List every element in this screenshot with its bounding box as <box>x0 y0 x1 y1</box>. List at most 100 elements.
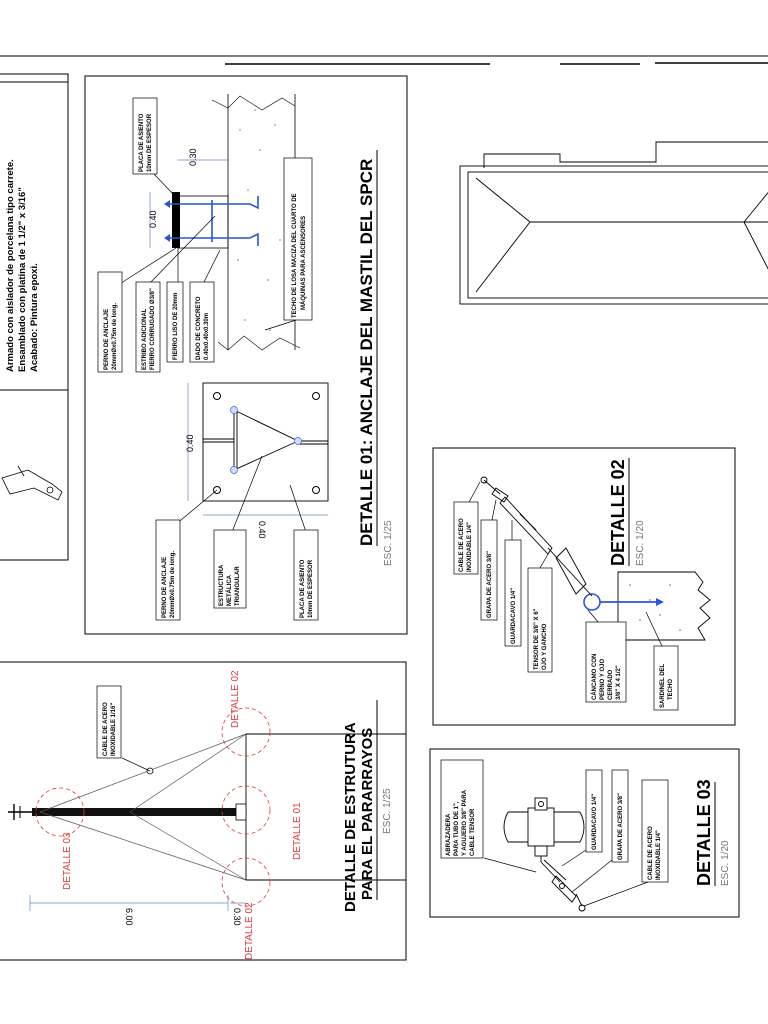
svg-text:ESTRIBO ADICIONAL: ESTRIBO ADICIONAL <box>142 308 148 370</box>
svg-text:METÁLICA: METÁLICA <box>226 574 233 606</box>
svg-text:TRIANGULAR: TRIANGULAR <box>235 566 241 606</box>
d02-label-guardacavo: GUARDACAVO 1/4" <box>504 539 522 647</box>
detalle-03-panel: ABRAZADERA PARA TUBO DE 1", Y AGUJERO 3/… <box>429 748 740 918</box>
label-dado: DADO DE CONCRETO 0.40x0.40x0.30m <box>189 281 215 363</box>
d02-label-cancamo: CÁNCAMO CON PERNO Y OJO CERRADO 3/8" X 4… <box>585 621 627 703</box>
detalle02-leaders <box>467 481 663 647</box>
insulator-bracket-sketch <box>1 465 63 501</box>
dim-small: 0.30 <box>232 908 242 926</box>
d03-label-guardacavo: GUARDACAVO 1/4" <box>585 769 603 853</box>
svg-text:PARA TUBO DE 1",: PARA TUBO DE 1", <box>454 801 460 856</box>
svg-text:GRAPA DE ACERO 3/8": GRAPA DE ACERO 3/8" <box>487 551 493 618</box>
note-line-1: Armado con aislador de porcelana tipo ca… <box>5 159 16 372</box>
svg-text:Y AGUJERO 3/8" PARA: Y AGUJERO 3/8" PARA <box>462 789 468 856</box>
svg-text:MÁQUINAS PARA ASCENSORES: MÁQUINAS PARA ASCENSORES <box>300 216 307 310</box>
label-perno-1: PERNO DE ANCLAJE 20mmØx0.75m de long. <box>97 271 123 373</box>
dim-main: 6.00 <box>124 908 134 926</box>
svg-text:INOXIDABLE 1/4": INOXIDABLE 1/4" <box>467 522 473 572</box>
d03-label-grapa: GRAPA DE ACERO 3/8" <box>611 769 629 863</box>
d03-label-cable: CABLE DE ACERO INOXIDABLE 1/4" <box>641 779 669 883</box>
estructura-scale: ESC. 1/25 <box>382 788 393 834</box>
svg-text:10mm DE ESPESOR: 10mm DE ESPESOR <box>147 113 153 172</box>
svg-text:PERNO Y OJO: PERNO Y OJO <box>600 659 606 700</box>
svg-text:PERNO DE ANCLAJE: PERNO DE ANCLAJE <box>104 309 110 370</box>
svg-text:20mmØx0.75m de long.: 20mmØx0.75m de long. <box>170 551 176 618</box>
guy-cables <box>39 733 247 881</box>
svg-text:PLACA DE ASIENTO: PLACA DE ASIENTO <box>300 559 306 618</box>
svg-text:ESTRUCTURA: ESTRUCTURA <box>219 564 225 606</box>
svg-text:GUARDACAVO 1/4": GUARDACAVO 1/4" <box>592 794 598 850</box>
detalle03-leaders <box>483 849 649 907</box>
svg-text:DADO DE CONCRETO: DADO DE CONCRETO <box>196 296 202 360</box>
svg-text:INOXIDABLE 1/16": INOXIDABLE 1/16" <box>111 703 117 756</box>
label-fierro: FIERRO LISO DE 20mm <box>166 281 184 363</box>
detalle-01-title: DETALLE 01: ANCLAJE DEL MASTIL DEL SPCR <box>357 159 376 546</box>
detalle-01-panel: 0.40 0.30 0.40 0.40 <box>84 75 408 635</box>
svg-text:CABLE TENSOR: CABLE TENSOR <box>470 808 476 856</box>
svg-text:PLACA DE ASIENTO: PLACA DE ASIENTO <box>139 113 145 172</box>
dim-top: 0.30 <box>188 148 198 166</box>
mast <box>8 803 247 821</box>
estructura-title-2: PARA EL PARARRAYOS <box>359 728 376 900</box>
svg-text:FIERRO LISO DE 20mm: FIERRO LISO DE 20mm <box>173 293 179 360</box>
detail-callout-circles <box>35 707 271 907</box>
svg-text:10mm DE ESPESOR: 10mm DE ESPESOR <box>308 559 314 618</box>
notes-panel: Armado con aislador de porcelana tipo ca… <box>0 73 69 561</box>
label-techo: TECHO DE LOSA MACIZA DEL CUARTO DE MÁQUI… <box>283 157 313 321</box>
note-line-2: Ensamblado con platina de 1 1/2" x 3/16" <box>17 187 28 372</box>
sheet-top-lines <box>0 55 768 65</box>
detalle-02-scale: ESC. 1/20 <box>635 520 646 566</box>
base-plate-plan: 0.40 0.40 <box>185 382 329 539</box>
svg-text:3/8" X 4 1/2": 3/8" X 4 1/2" <box>616 665 622 700</box>
dims-estructura <box>29 895 246 911</box>
svg-text:OJO Y GANCHO: OJO Y GANCHO <box>542 623 548 670</box>
pipe-clamp <box>503 797 586 912</box>
tag-detalle-02-top: DETALLE 02 <box>230 670 241 728</box>
d03-label-abrazadera: ABRAZADERA PARA TUBO DE 1", Y AGUJERO 3/… <box>440 759 484 859</box>
label-placa-top: PLACA DE ASIENTO 10mm DE ESPESOR <box>132 97 158 175</box>
svg-text:CABLE DE ACERO: CABLE DE ACERO <box>103 702 109 756</box>
d02-label-cable: CABLE DE ACERO INOXIDABLE 1/4" <box>453 501 479 575</box>
svg-text:CABLE DE ACERO: CABLE DE ACERO <box>648 826 654 880</box>
roof-plan <box>459 141 768 305</box>
svg-text:CÁNCAMO CON: CÁNCAMO CON <box>591 654 598 700</box>
svg-text:FIERRO CORRUGADO Ø3/8": FIERRO CORRUGADO Ø3/8" <box>150 288 156 370</box>
svg-text:CABLE DE ACERO: CABLE DE ACERO <box>459 518 465 572</box>
label-estructura: ESTRUCTURA METÁLICA TRIANGULAR <box>213 529 247 609</box>
svg-text:0.40x0.40x0.30m: 0.40x0.40x0.30m <box>204 313 210 360</box>
estructura-title-1: DETALLE DE ESTRUTURA <box>342 722 359 912</box>
svg-text:TECHO: TECHO <box>668 679 674 700</box>
svg-text:ABRAZADERA: ABRAZADERA <box>446 813 452 856</box>
detalle-01-scale: ESC. 1/25 <box>383 520 394 566</box>
detalle-02-title: DETALLE 02 <box>608 459 628 566</box>
svg-text:PERNO DE ANCLAJE: PERNO DE ANCLAJE <box>162 557 168 618</box>
svg-text:INOXIDABLE 1/4": INOXIDABLE 1/4" <box>656 830 662 880</box>
svg-text:SARDINEL DEL: SARDINEL DEL <box>660 663 666 708</box>
svg-text:TECHO DE LOSA MACIZA DEL CUART: TECHO DE LOSA MACIZA DEL CUARTO DE <box>292 193 298 318</box>
detalle-02-panel: CABLE DE ACERO INOXIDABLE 1/4" GRAPA DE … <box>432 447 736 726</box>
label-perno-2: PERNO DE ANCLAJE 20mmØx0.75m de long. <box>155 519 181 621</box>
d02-label-tensor: TENSOR DE 3/8" X 6" OJO Y GANCHO <box>527 567 553 673</box>
tag-detalle-01: DETALLE 01 <box>292 802 303 860</box>
svg-text:20mmØx0.75m de long.: 20mmØx0.75m de long. <box>112 303 118 370</box>
label-placa-bottom: PLACA DE ASIENTO 10mm DE ESPESOR <box>293 529 319 621</box>
d02-label-sardinel: SARDINEL DEL TECHO <box>653 645 679 711</box>
detalle-03-title: DETALLE 03 <box>694 779 714 886</box>
svg-text:GUARDACAVO 1/4": GUARDACAVO 1/4" <box>511 588 517 644</box>
detalle-03-scale: ESC. 1/20 <box>720 840 731 886</box>
label-cable-estructura: CABLE DE ACERO INOXIDABLE 1/16" <box>96 685 122 759</box>
svg-text:GRAPA DE ACERO 3/8": GRAPA DE ACERO 3/8" <box>618 793 624 860</box>
svg-text:CERRADO: CERRADO <box>608 669 614 700</box>
dim-plate-h: 0.40 <box>257 521 267 539</box>
tag-detalle-03: DETALLE 03 <box>62 832 73 890</box>
d02-label-grapa: GRAPA DE ACERO 3/8" <box>480 519 498 621</box>
sardinel-block <box>583 571 711 641</box>
label-estribo: ESTRIBO ADICIONAL FIERRO CORRUGADO Ø3/8" <box>135 281 161 373</box>
note-line-3: Acabado: Pintura epoxi. <box>29 263 40 372</box>
tag-detalle-02-bottom: DETALLE 02 <box>244 902 255 960</box>
estructura-panel: DETALLE 02 DETALLE 01 DETALLE 03 DETALLE… <box>0 661 407 961</box>
dim-plate-v: 0.40 <box>185 434 195 452</box>
svg-text:TENSOR DE 3/8" X 6": TENSOR DE 3/8" X 6" <box>534 608 540 670</box>
dim-side: 0.40 <box>148 210 158 228</box>
